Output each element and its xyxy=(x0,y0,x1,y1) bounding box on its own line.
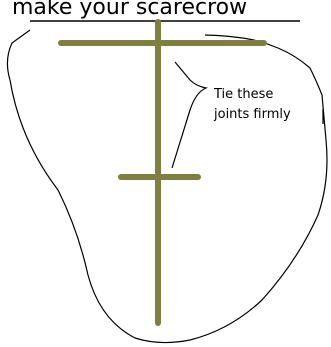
diagram-title: make your scarecrow xyxy=(12,0,247,20)
annotation-line-2: joints firmly xyxy=(213,107,291,122)
scarecrow-frame xyxy=(61,22,264,323)
joint-pointer-bracket xyxy=(172,62,206,168)
annotation-line-1: Tie these xyxy=(213,87,273,102)
hand-drawn-outline xyxy=(7,30,327,343)
